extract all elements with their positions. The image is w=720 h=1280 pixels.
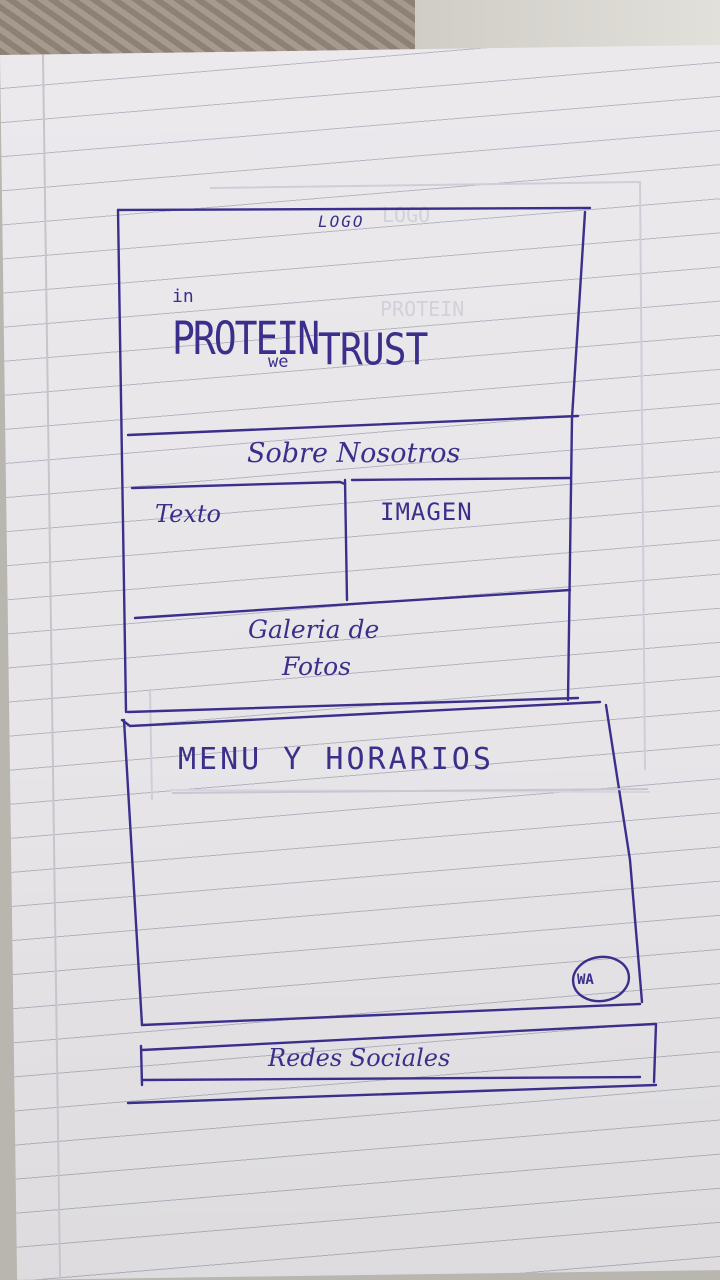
footer-top xyxy=(140,1022,657,1052)
social-label: Redes Sociales xyxy=(268,1044,451,1072)
menu-box-left xyxy=(122,718,144,1027)
text-image-separator xyxy=(343,478,349,602)
tagline-we: we xyxy=(268,352,289,372)
gallery-label-line2: Fotos xyxy=(282,652,351,681)
hero-box-bottom xyxy=(126,696,580,714)
text-placeholder-label: Texto xyxy=(155,500,221,528)
hero-box-top xyxy=(116,206,592,212)
about-title: Sobre Nosotros xyxy=(247,438,461,469)
gallery-label-line1: Galeria de xyxy=(248,615,380,644)
hero-box-right xyxy=(566,210,587,702)
footer-mid xyxy=(140,1075,642,1082)
about-right-divider xyxy=(350,476,572,482)
svg-text:LOGO: LOGO xyxy=(382,203,430,227)
menu-hours-label: MENU Y HORARIOS xyxy=(178,742,494,777)
gallery-divider xyxy=(133,588,572,620)
whatsapp-circle xyxy=(571,955,631,1003)
menu-box-right xyxy=(604,703,644,1004)
footer-bottom xyxy=(126,1083,658,1105)
footer-left xyxy=(139,1044,144,1087)
svg-text:PROTEIN: PROTEIN xyxy=(380,297,464,321)
logo-label: LOGO xyxy=(318,212,365,231)
footer-right xyxy=(652,1022,658,1084)
tagline-trust: TRUST xyxy=(318,324,428,375)
image-placeholder-label: IMAGEN xyxy=(380,498,473,526)
woven-basket xyxy=(0,0,415,62)
hero-divider xyxy=(126,414,580,437)
menu-box-bottom xyxy=(140,1002,642,1027)
tagline-in: in xyxy=(172,286,194,307)
tagline-protein: PROTEIN xyxy=(172,312,320,365)
whatsapp-label: WA xyxy=(577,972,594,988)
hero-box-left xyxy=(116,208,128,714)
about-divider xyxy=(130,480,347,490)
